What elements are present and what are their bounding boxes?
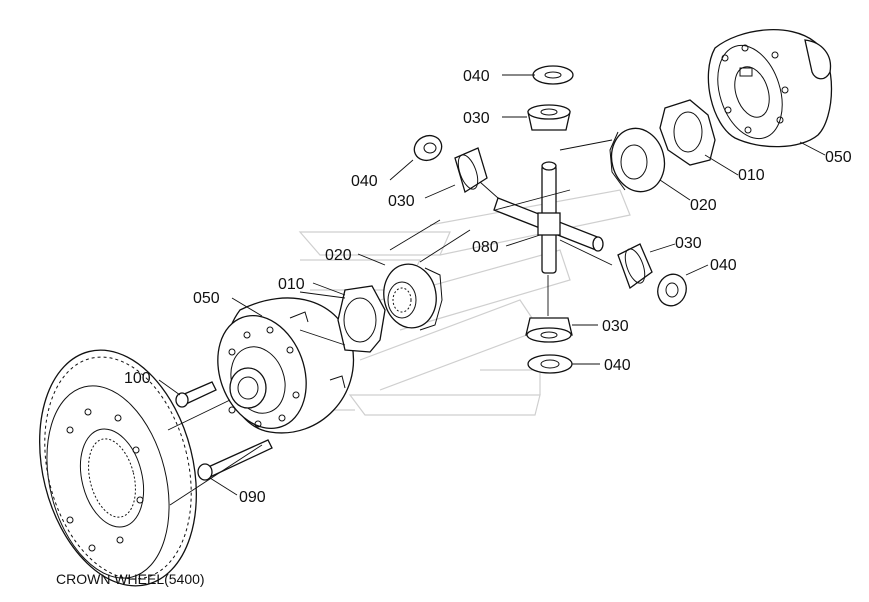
differential-case-right	[707, 29, 833, 148]
pinion-shaft	[493, 161, 604, 274]
label-pinion-right: 030	[675, 235, 702, 252]
side-gear-left	[383, 263, 443, 331]
leader-lines	[158, 74, 826, 506]
label-pinion-bottom: 030	[602, 318, 629, 335]
diagram-caption: CROWN WHEEL(5400)	[56, 571, 205, 587]
shim-left	[337, 285, 386, 353]
thrust-washer-top	[532, 65, 574, 85]
crown-wheel	[39, 349, 197, 587]
background-ghost-outline	[298, 189, 631, 416]
label-pin: 080	[472, 239, 499, 256]
differential-case-left	[217, 297, 355, 434]
label-shim-right: 010	[738, 167, 765, 184]
label-shim-left: 010	[278, 276, 305, 293]
shim-right	[659, 99, 716, 166]
label-case-left: 050	[193, 290, 220, 307]
pinion-gear-left	[454, 147, 488, 194]
label-washer-right: 040	[710, 257, 737, 274]
label-side-gear-left: 020	[325, 247, 352, 264]
label-washer-bottom: 040	[604, 357, 631, 374]
label-washer-left: 040	[351, 173, 378, 190]
label-side-gear-right: 020	[690, 197, 717, 214]
label-bolt-long: 090	[239, 489, 266, 506]
thrust-washer-right	[657, 273, 687, 307]
side-gear-right	[609, 127, 666, 193]
pinion-gear-top	[527, 104, 571, 131]
label-bolt-short: 100	[124, 370, 151, 387]
label-case-right: 050	[825, 149, 852, 166]
pinion-gear-right	[617, 243, 653, 290]
label-pinion-top: 030	[463, 110, 490, 127]
pinion-gear-bottom	[525, 317, 573, 343]
thrust-washer-left	[413, 134, 443, 162]
bolt-100	[175, 381, 217, 408]
label-pinion-left: 030	[388, 193, 415, 210]
thrust-washer-bottom	[527, 354, 573, 374]
part-labels: 040 030 040 030 020 010 050 080 020 010 …	[124, 68, 852, 506]
label-washer-top: 040	[463, 68, 490, 85]
